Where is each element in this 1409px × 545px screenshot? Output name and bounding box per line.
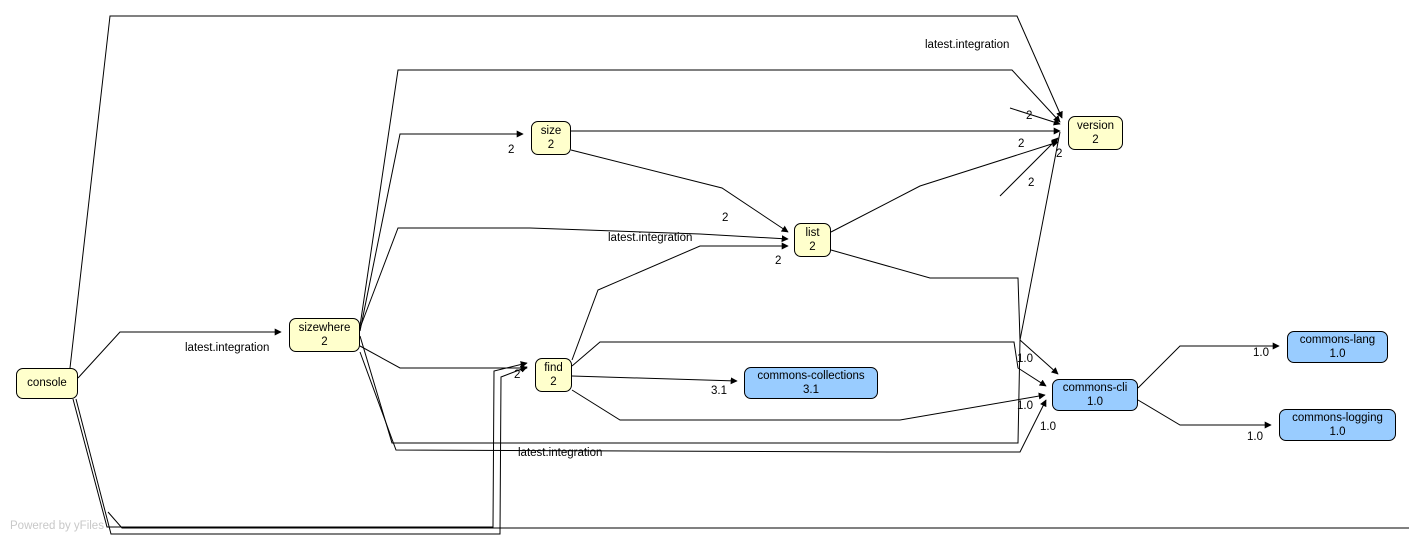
edge-label-version-in-3: 2 [1056,148,1063,160]
node-commons-cli-version: 1.0 [1087,396,1103,408]
node-commons-lang-version: 1.0 [1329,348,1346,360]
edge-label-version-in-4: 2 [1028,177,1035,189]
edge-find-collections [571,375,738,385]
edge-sizewhere-list [359,131,1061,444]
edge-label-cli-in-2: 1.0 [1017,400,1033,412]
watermark-rule [107,511,1409,529]
node-sizewhere-name: sizewhere [298,321,351,334]
node-size-version: 2 [547,139,555,151]
edge-label-version-in-1: 2 [1026,110,1033,122]
node-version-version: 2 [1092,134,1099,146]
node-commons-logging-name: commons-logging [1292,411,1383,424]
edge-size-list [570,149,789,233]
node-console[interactable]: console [16,368,78,399]
edge-sizewhere-cli [359,351,1047,453]
edge-sizewhere-find [359,345,528,372]
node-find-name: find [544,361,563,374]
edge-label-lang-in: 1.0 [1253,347,1269,359]
edge-sizewhere-size-a [359,69,1061,327]
node-commons-collections-name: commons-collections [757,369,865,382]
edge-label-version-in-2: 2 [1018,138,1025,150]
edge-find-cli-b [571,341,1047,387]
node-commons-collections-version: 3.1 [803,384,819,396]
edge-label-cli-in-3: 1.0 [1040,421,1056,433]
node-commons-lang-name: commons-lang [1299,333,1376,346]
edge-sizewhere-size-b [359,130,524,332]
edge-label-find-in: 2 [514,369,521,381]
edge-find-list [571,242,789,361]
node-size[interactable]: size 2 [531,121,571,155]
edge-console-find-b [75,365,528,535]
edge-label-cli-in-1: 1.0 [1017,353,1033,365]
node-commons-collections[interactable]: commons-collections 3.1 [744,367,878,399]
node-list[interactable]: list 2 [794,223,831,257]
edge-version-stub-2 [999,137,1059,197]
edge-console-version [69,15,1063,369]
edge-label-console-find: latest.integration [518,447,603,459]
edge-sizewhere-list-b [359,227,789,329]
node-version[interactable]: version 2 [1068,116,1123,150]
edge-label-sizewhere-list: latest.integration [608,232,693,244]
edge-cli-lang [1137,342,1280,389]
edge-cli-logging [1137,399,1272,429]
edge-label-list-in-top: 2 [722,212,729,224]
edge-list-cli [830,249,1059,375]
node-list-version: 2 [809,241,816,253]
node-sizewhere[interactable]: sizewhere 2 [289,318,360,352]
node-commons-logging-version: 1.0 [1329,426,1346,438]
edge-group [69,15,1409,535]
edge-label-collections-in: 3.1 [711,385,727,397]
node-version-name: version [1076,119,1115,132]
node-find-version: 2 [550,376,557,388]
node-sizewhere-version: 2 [321,336,328,348]
edge-label-list-in-bottom: 2 [775,255,782,267]
edge-version-stub-1 [1009,107,1061,126]
edge-label-console-sizewhere: latest.integration [185,342,270,354]
edge-label-size-in: 2 [508,144,515,156]
edge-list-version [830,140,1059,233]
node-commons-lang[interactable]: commons-lang 1.0 [1287,331,1388,363]
node-console-name: console [27,377,67,390]
node-find[interactable]: find 2 [535,358,572,392]
node-list-name: list [805,226,820,239]
edge-console-sizewhere [77,328,282,379]
edge-console-find-a [72,361,528,528]
edge-label-logging-in: 1.0 [1247,431,1263,443]
edge-find-cli [571,389,1046,421]
node-size-name: size [540,124,562,137]
yfiles-watermark: Powered by yFiles [10,520,104,532]
node-commons-logging[interactable]: commons-logging 1.0 [1279,409,1396,441]
edge-label-console-version: latest.integration [925,39,1010,51]
node-commons-cli[interactable]: commons-cli 1.0 [1052,379,1138,411]
node-commons-cli-name: commons-cli [1062,381,1128,394]
